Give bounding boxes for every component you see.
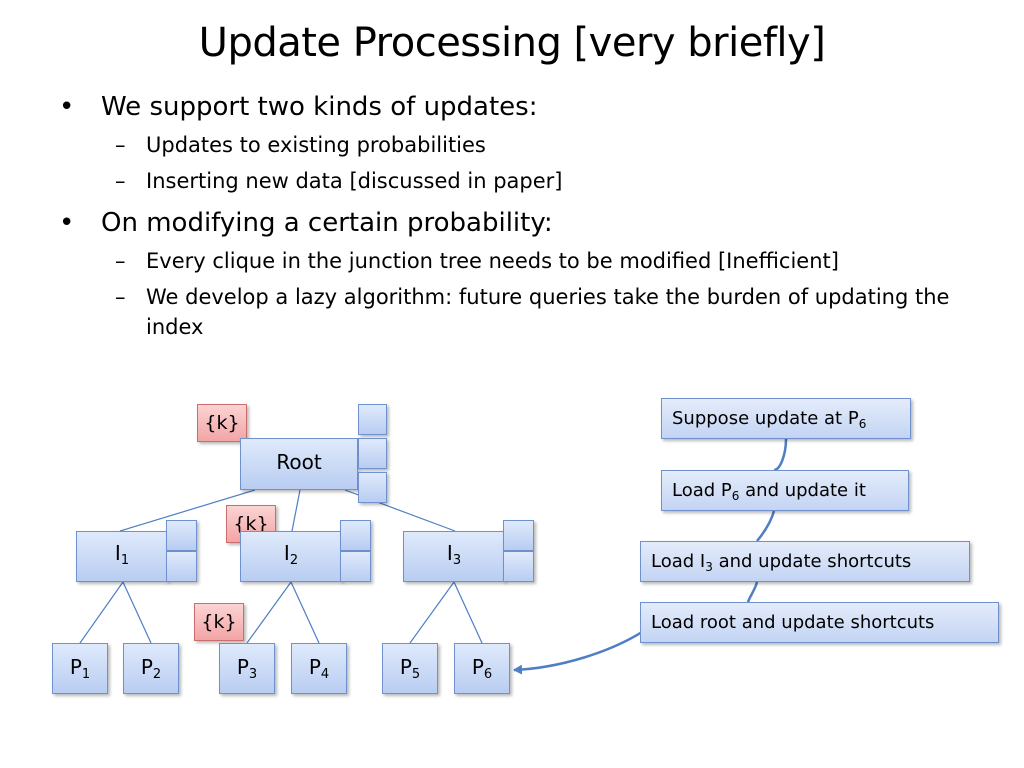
node-label: I <box>114 541 121 565</box>
bullet-text: We support two kinds of updates: <box>101 92 538 122</box>
step-load-leaf: Load P6 and update it <box>661 470 909 511</box>
node-label: P <box>471 655 484 679</box>
leaf-node-p6: P6 <box>454 643 510 694</box>
edge-root-i1 <box>119 489 256 532</box>
node-subscript: 1 <box>120 553 130 568</box>
root-node: Root <box>240 438 358 490</box>
edge-i3-p6 <box>453 581 483 644</box>
shortcut-box <box>503 520 534 551</box>
edge-root-i2 <box>291 489 301 532</box>
node-subscript: 5 <box>411 667 421 682</box>
step-text: Load I <box>651 551 706 572</box>
edge-i1-p2 <box>122 581 152 644</box>
bullet-item: • We support two kinds of updates: <box>55 92 955 122</box>
step-subscript: 6 <box>858 417 867 431</box>
node-subscript: 3 <box>452 553 462 568</box>
node-subscript: 4 <box>320 667 330 682</box>
shortcut-box <box>503 551 534 582</box>
shortcut-box <box>340 520 371 551</box>
dash-marker: – <box>115 169 126 193</box>
leaf-node-p2: P2 <box>123 643 179 694</box>
node-subscript: 2 <box>289 553 299 568</box>
sub-bullet-item: – Updates to existing probabilities <box>55 130 955 160</box>
dash-marker: – <box>115 249 126 273</box>
bullet-item: • On modifying a certain probability: <box>55 208 955 238</box>
step-subscript: 6 <box>731 489 740 503</box>
shortcut-box <box>166 551 197 582</box>
bullet-list: • We support two kinds of updates: – Upd… <box>55 92 955 348</box>
edge-i3-p5 <box>409 581 455 644</box>
edge-i2-p4 <box>290 581 320 644</box>
bullet-marker: • <box>59 92 75 122</box>
internal-node-i3: I3 <box>403 531 505 582</box>
node-label: I <box>283 541 290 565</box>
node-label: P <box>308 655 321 679</box>
node-subscript: 3 <box>248 667 258 682</box>
leaf-node-p3: P3 <box>219 643 275 694</box>
node-label: P <box>140 655 153 679</box>
sub-bullet-text: Every clique in the junction tree needs … <box>146 249 839 273</box>
bullet-text: On modifying a certain probability: <box>101 208 553 238</box>
sub-bullet-text: We develop a lazy algorithm: future quer… <box>146 285 950 339</box>
step-text: Load root and update shortcuts <box>651 612 935 633</box>
k-label-p3: {k} <box>194 603 244 641</box>
step-text-tail: and update shortcuts <box>712 551 912 572</box>
leaf-node-p5: P5 <box>382 643 438 694</box>
node-label: I <box>446 541 453 565</box>
leaf-node-p4: P4 <box>291 643 347 694</box>
step-load-root: Load root and update shortcuts <box>640 602 999 643</box>
update-path-curve <box>514 438 788 670</box>
step-text-tail: and update it <box>739 480 866 501</box>
leaf-node-p1: P1 <box>52 643 108 694</box>
slide-title: Update Processing [very briefly] <box>198 20 826 66</box>
node-subscript: 6 <box>483 667 493 682</box>
dash-marker: – <box>115 133 126 157</box>
edge-i2-p3 <box>246 581 292 644</box>
shortcut-box <box>358 404 387 435</box>
sub-bullet-text: Updates to existing probabilities <box>146 133 486 157</box>
edge-i1-p1 <box>79 581 124 644</box>
shortcut-box <box>166 520 197 551</box>
k-label-root: {k} <box>197 404 247 442</box>
dash-marker: – <box>115 285 126 309</box>
shortcut-box <box>358 472 387 503</box>
step-load-internal: Load I3 and update shortcuts <box>640 541 970 582</box>
sub-bullet-item: – Inserting new data [discussed in paper… <box>55 166 955 196</box>
bullet-marker: • <box>59 208 75 238</box>
sub-bullet-item: – Every clique in the junction tree need… <box>55 246 955 276</box>
step-suppose-update: Suppose update at P6 <box>661 398 911 439</box>
root-label: Root <box>276 450 322 474</box>
sub-bullet-text: Inserting new data [discussed in paper] <box>146 169 563 193</box>
step-text: Load P <box>672 480 732 501</box>
node-subscript: 2 <box>152 667 162 682</box>
shortcut-box <box>340 551 371 582</box>
node-subscript: 1 <box>81 667 91 682</box>
node-label: P <box>399 655 412 679</box>
sub-bullet-item: – We develop a lazy algorithm: future qu… <box>55 282 955 342</box>
internal-node-i2: I2 <box>240 531 342 582</box>
internal-node-i1: I1 <box>76 531 168 582</box>
shortcut-box <box>358 438 387 469</box>
step-subscript: 3 <box>705 560 713 574</box>
step-text: Suppose update at P <box>672 408 859 429</box>
node-label: P <box>236 655 249 679</box>
node-label: P <box>69 655 82 679</box>
